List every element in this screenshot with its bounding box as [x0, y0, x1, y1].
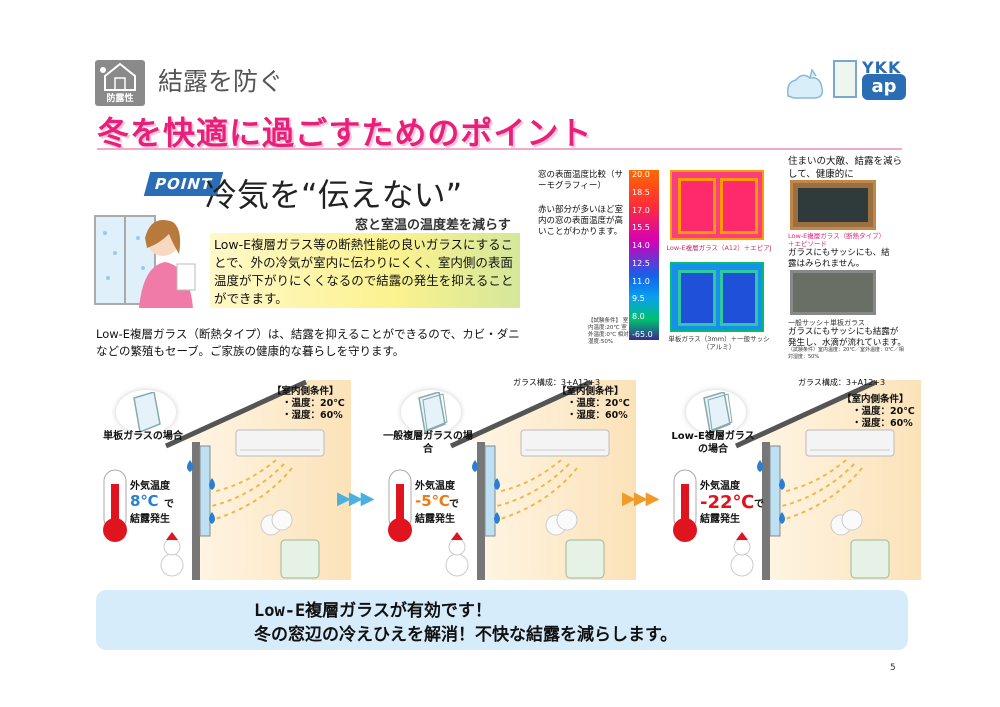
outside-temperature-label: 外気温度	[700, 481, 740, 492]
point-subheading: 窓と室温の温度差を減らす	[355, 218, 511, 233]
glass-type-label: 一般複層ガラスの場合	[383, 431, 473, 455]
thermography-single-caption: 単板ガラス（3mm）＋一般サッシ（アルミ）	[668, 335, 770, 351]
house-icon	[100, 62, 136, 91]
room-temperature: ・温度：20℃	[852, 406, 915, 417]
thermography-single-image	[670, 262, 764, 332]
house-cross-section-illustration	[381, 380, 636, 580]
description-text: Low-E複層ガラス等の断熱性能の良いガラスにすることで、外の冷気が室内に伝わり…	[214, 237, 514, 306]
description-box	[210, 233, 520, 308]
room-humidity: ・湿度：60%	[567, 410, 628, 421]
condensation-label: 結露発生	[130, 514, 170, 525]
summary-line-1: Low-E複層ガラスが有効です！	[254, 601, 492, 621]
category-badge: 防露性	[95, 60, 145, 106]
temperature-scale-labels: 20.0 18.5 17.0 15.5 14.0 12.5 11.0 9.5 8.0 -65.0	[632, 170, 660, 340]
photo-single-caption: 一般サッシ＋単板ガラス	[788, 319, 865, 327]
section-title: 結露を防ぐ	[158, 67, 284, 96]
category-caption: 防露性	[106, 94, 134, 104]
outside-temperature-value: -5℃	[415, 492, 450, 510]
room-condition-title: 【室内側条件】	[272, 386, 339, 397]
photo-conditions: （試験条件）室内温度：20℃／室外温度：0℃／相対湿度：50%	[788, 347, 904, 360]
glass-pane-icon	[418, 392, 448, 432]
glass-pane-icon	[703, 392, 733, 432]
scale-label: 15.5	[632, 223, 650, 233]
glass-composition: ガラス構成：3+A12+3	[513, 378, 601, 387]
photo-lowe-caption: Low-E複層ガラス（断熱タイプ）＋エピソード	[788, 232, 882, 248]
scene-lowe: Low-E複層ガラスの場合 【室内側条件】 ・温度：20℃ ・湿度：60% 外気…	[666, 380, 921, 580]
photo-intro: 住まいの大敵、結露を減らして、健康的に	[788, 156, 903, 180]
point-heading: 冷気を“伝えない”	[205, 176, 463, 214]
condensation-label: 結露発生	[415, 514, 455, 525]
thermography-note: 赤い部分が多いほど室内の窓の表面温度が高いことがわかります。	[538, 205, 624, 237]
scale-label: 17.0	[632, 205, 650, 215]
outside-temperature-value: -22℃	[700, 492, 755, 513]
thermography-lowe-image	[670, 170, 764, 240]
room-humidity: ・湿度：60%	[282, 410, 343, 421]
scene-double: 一般複層ガラスの場合 【室内側条件】 ・温度：20℃ ・湿度：60% 外気温度 …	[381, 380, 636, 580]
woman-at-window-illustration	[94, 215, 196, 308]
room-condition-title: 【室内側条件】	[557, 386, 624, 397]
scale-label: 18.5	[632, 187, 650, 197]
page-title: 冬を快適に過ごすためのポイント	[97, 114, 593, 152]
scale-label: -65.0	[632, 330, 653, 339]
glass-type-label: Low-E複層ガラスの場合	[671, 431, 755, 455]
photo-lowe-window	[790, 180, 876, 230]
outside-temperature-suffix: で	[449, 499, 459, 510]
scene-single: 単板ガラスの場合 【室内側条件】 ・温度：20℃ ・湿度：60% 外気温度 8℃…	[96, 380, 351, 580]
glass-composition: ガラス構成：3+A12+3	[798, 378, 886, 387]
room-temperature: ・温度：20℃	[282, 398, 345, 409]
outside-temperature-suffix: で	[754, 499, 764, 510]
scale-label: 14.0	[632, 241, 650, 251]
condensation-label: 結露発生	[700, 514, 740, 525]
scale-label: 9.5	[632, 294, 645, 304]
thermography-lowe-caption: Low-E複層ガラス（A12）＋エピアJ	[666, 244, 772, 252]
body-text: Low-E複層ガラス（断熱タイプ）は、結露を抑えることができるので、カビ・ダニな…	[96, 327, 520, 358]
title-divider	[97, 148, 902, 150]
cat-icon	[786, 68, 824, 99]
brand-logo-ap: ap	[862, 74, 906, 100]
thermography-conditions: 【試験条件】 室内温度:20℃ 室外温度:0℃ 相対湿度:50%	[588, 318, 629, 345]
house-cross-section-illustration	[666, 380, 921, 580]
thermography-caption: 窓の表面温度比較（サーモグラフィー）	[538, 170, 624, 191]
summary-banner	[96, 590, 908, 650]
outside-temperature-value: 8℃	[130, 492, 159, 510]
scale-label: 11.0	[632, 276, 650, 286]
brand-logo-ykk: YKK	[862, 58, 902, 77]
house-cross-section-illustration	[96, 380, 351, 580]
photo-lowe-note: ガラスにもサッシにも、結露はみられません。	[788, 248, 890, 269]
scale-label: 20.0	[632, 170, 650, 179]
room-humidity: ・湿度：60%	[852, 418, 913, 429]
outside-temperature-label: 外気温度	[415, 481, 455, 492]
room-condition-title: 【室内側条件】	[842, 394, 909, 405]
progress-arrows-1: ▶▶▶	[337, 488, 375, 509]
outside-temperature-suffix: で	[164, 499, 174, 510]
summary-line-2: 冬の窓辺の冷えひえを解消！不快な結露を減らします。	[254, 625, 678, 645]
photo-single-note: ガラスにもサッシにも結露が発生し、水滴が流れています。	[788, 327, 906, 348]
temperature-scale-bar	[629, 170, 659, 340]
glass-pane-icon	[133, 392, 161, 432]
glass-type-label: 単板ガラスの場合	[103, 431, 183, 442]
page-number: 5	[890, 663, 896, 673]
room-temperature: ・温度：20℃	[567, 398, 630, 409]
outside-temperature-label: 外気温度	[130, 481, 170, 492]
scale-label: 8.0	[632, 312, 645, 322]
progress-arrows-2: ▶▶▶	[622, 488, 660, 509]
scale-label: 12.5	[632, 258, 650, 268]
photo-single-window	[790, 270, 876, 315]
window-logo-icon	[833, 60, 857, 98]
